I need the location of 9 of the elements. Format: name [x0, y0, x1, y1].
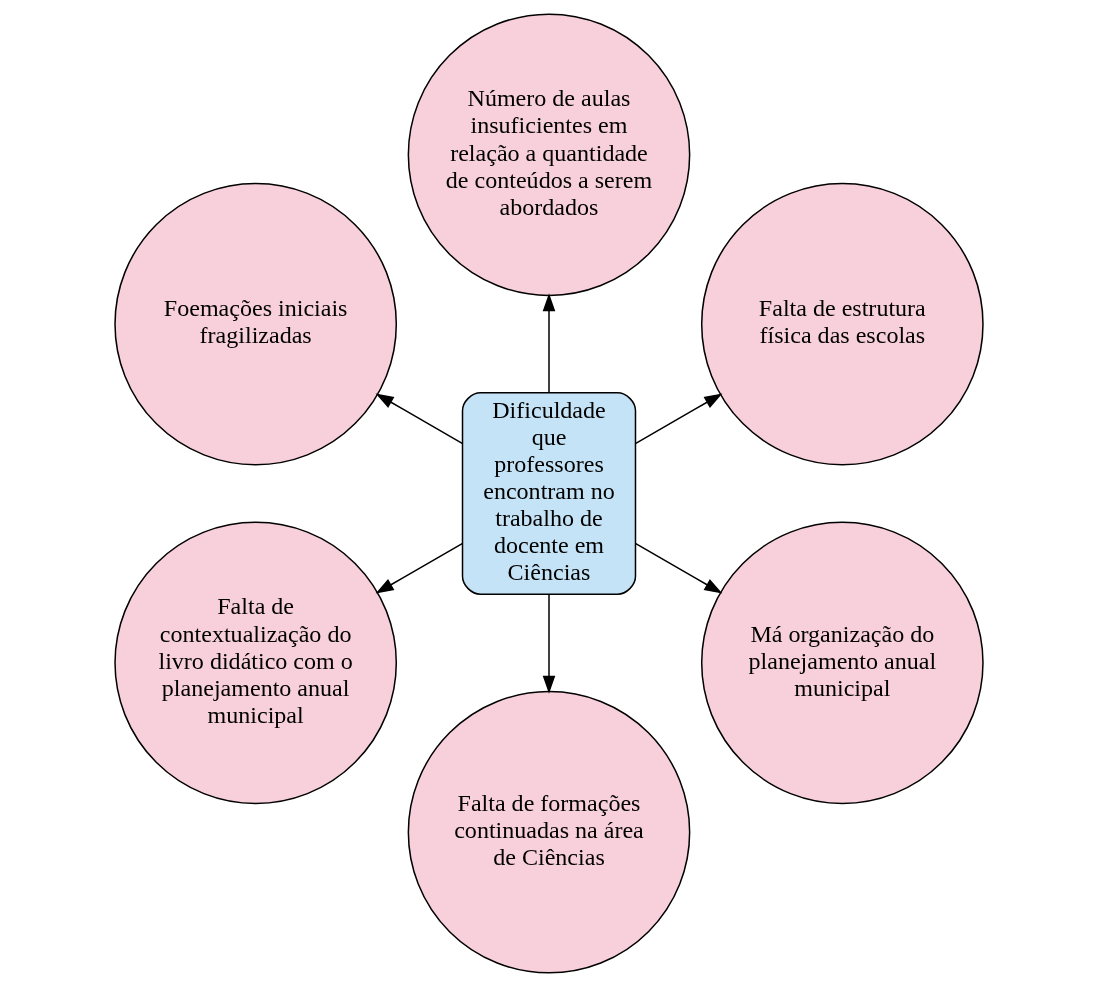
node-circle: Falta de formações continuadas na área de Ciências [407, 690, 691, 974]
arrow [635, 542, 723, 594]
arrow [375, 542, 463, 594]
arrow [375, 393, 463, 445]
arrow [542, 593, 556, 694]
arrow [635, 393, 723, 445]
node-box: Dificuldade que professores encontram no trabalho de docente em Ciências [461, 391, 637, 596]
node-circle: Número de aulas insuficientes em relação a quantidade de conteúdos a serem abordados [407, 13, 691, 297]
arrow [542, 293, 556, 394]
